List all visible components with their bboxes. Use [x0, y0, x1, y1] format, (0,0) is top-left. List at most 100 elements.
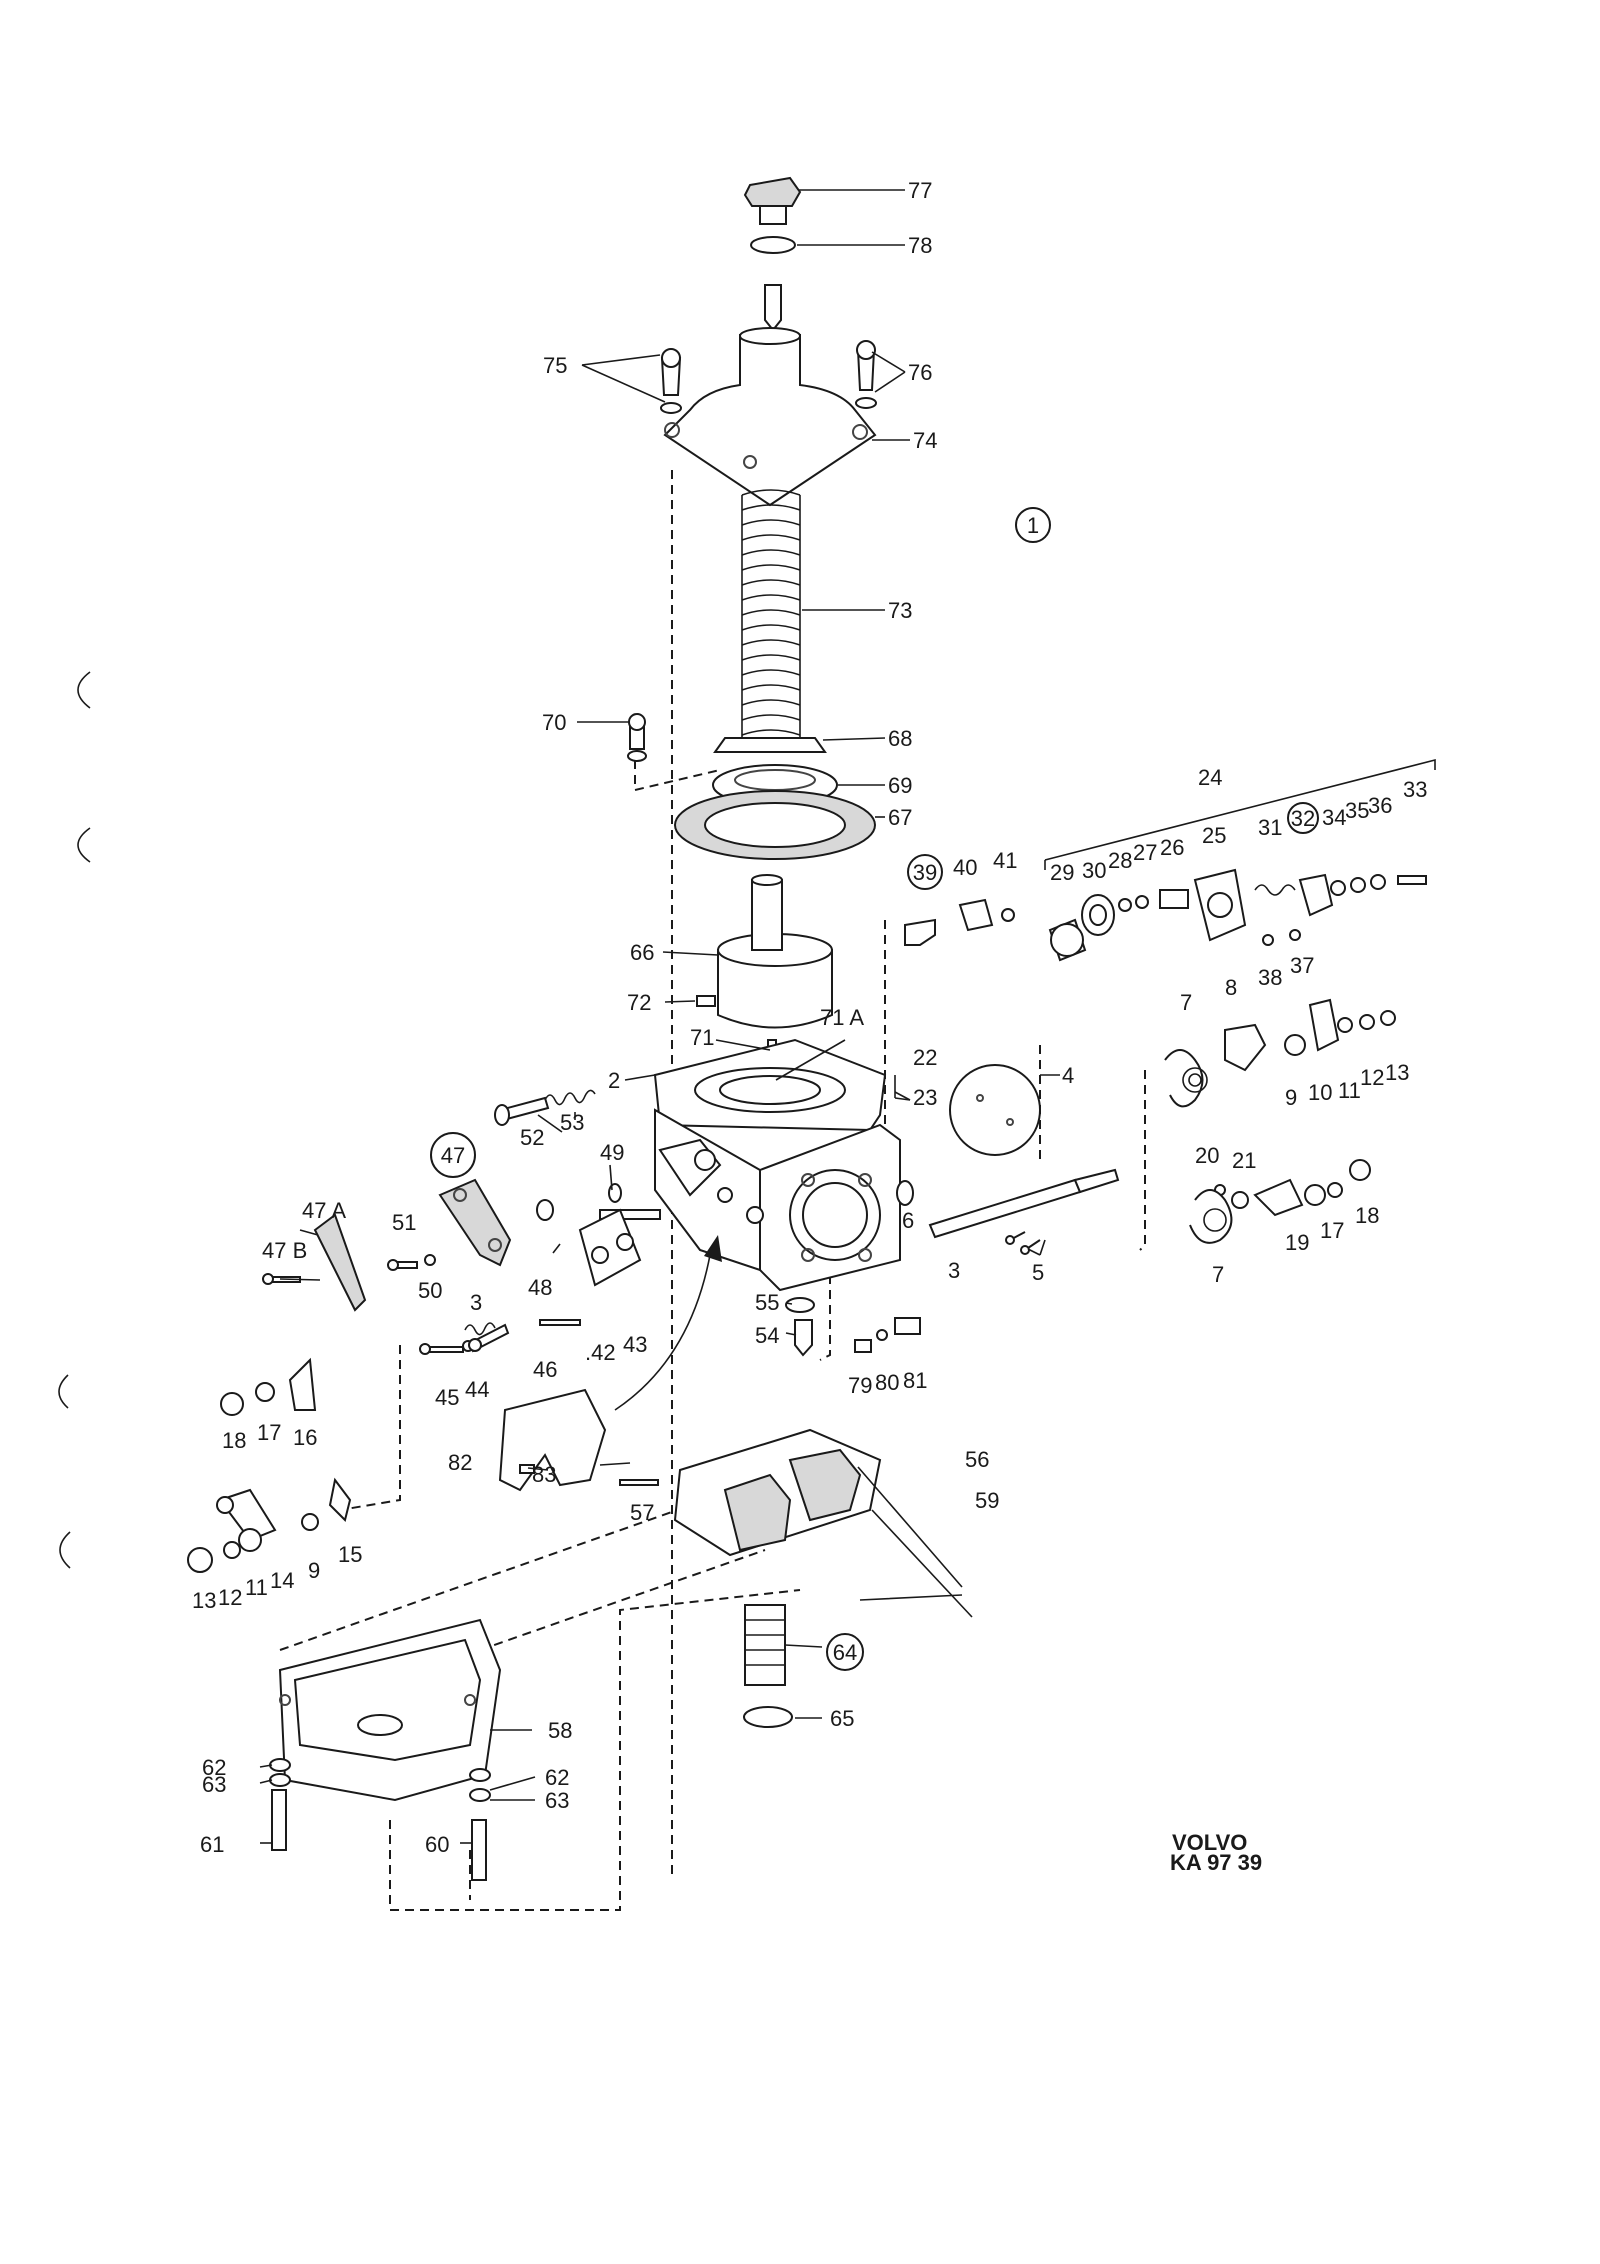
label-43: 43: [623, 1332, 647, 1357]
label-35: 35: [1345, 798, 1369, 823]
label-44: 44: [465, 1377, 489, 1402]
label-42: .42: [585, 1340, 616, 1365]
bracket-39: [904, 918, 936, 946]
label-66: 66: [630, 940, 654, 965]
label-8: 8: [1225, 975, 1237, 1000]
label-41: 41: [993, 848, 1017, 873]
label-11-left: 11: [245, 1575, 268, 1600]
label-80: 80: [875, 1370, 899, 1395]
label-2: 2: [608, 1068, 620, 1093]
brand-name: VOLVO: [1172, 1830, 1247, 1855]
label-53: 53: [560, 1110, 584, 1135]
label-3-right: 3: [948, 1258, 960, 1283]
spring-53: [544, 1089, 596, 1106]
label-55: 55: [755, 1290, 779, 1315]
drawing-code: KA 97 39: [1170, 1850, 1262, 1875]
label-16: 16: [293, 1425, 317, 1450]
bolt-60: [471, 1819, 487, 1881]
label-25: 25: [1202, 823, 1226, 848]
label-34: 34: [1322, 805, 1346, 830]
leader-lines: [259, 189, 1060, 1844]
label-36: 36: [1368, 793, 1392, 818]
label-12-left: 12: [218, 1585, 242, 1610]
label-18-left: 18: [222, 1428, 246, 1453]
label-61: 61: [200, 1832, 224, 1857]
label-71: 71: [690, 1025, 714, 1050]
piston-66: [717, 949, 833, 1029]
label-52: 52: [520, 1125, 544, 1150]
part-labels: 1 77 78 75 76 74 73 70 68 69 67 66 72 71…: [192, 178, 1427, 1875]
label-17-left: 17: [257, 1420, 281, 1445]
label-73: 73: [888, 598, 912, 623]
throttle-disc-4: [949, 1064, 1041, 1156]
lever-15: [328, 1477, 352, 1522]
label-3-left: 3: [470, 1290, 482, 1315]
label-18-right: 18: [1355, 1203, 1379, 1228]
left-lower-stacks: [187, 1357, 352, 1573]
retaining-ring-68: [713, 737, 827, 753]
label-63-left: 63: [202, 1772, 226, 1797]
label-71a: 71 A: [820, 1005, 864, 1030]
spring-3: [464, 1322, 496, 1336]
label-50: 50: [418, 1278, 442, 1303]
label-79: 79: [848, 1373, 872, 1398]
carburettor-body-2: [653, 1038, 901, 1292]
assembly-arrow-head: [704, 1235, 722, 1262]
label-46: 46: [533, 1357, 557, 1382]
label-64: 64: [833, 1640, 857, 1665]
label-12-right: 12: [1360, 1065, 1384, 1090]
label-57: 57: [630, 1500, 654, 1525]
label-10: 10: [1308, 1080, 1332, 1105]
label-29: 29: [1050, 860, 1074, 885]
label-4: 4: [1062, 1063, 1074, 1088]
valve-54: [794, 1319, 813, 1357]
label-62-right: 62: [545, 1765, 569, 1790]
seal-65: [743, 1706, 793, 1728]
label-76: 76: [908, 360, 932, 385]
diaphragm-piston-group: [627, 713, 876, 1111]
circled-reference-marks: [430, 507, 1319, 1671]
label-13-left: 13: [192, 1588, 216, 1613]
punch-hole-marks: [58, 671, 91, 1569]
label-56: 56: [965, 1447, 989, 1472]
lever-16: [288, 1357, 317, 1411]
lever-47: [438, 1178, 512, 1267]
label-39: 39: [913, 860, 937, 885]
label-70: 70: [542, 710, 566, 735]
choke-group-24: [904, 758, 1436, 962]
label-48: 48: [528, 1275, 552, 1300]
label-38: 38: [1258, 965, 1282, 990]
lever-8: [1224, 1023, 1267, 1072]
label-47: 47: [441, 1143, 465, 1168]
seal-6: [896, 1180, 914, 1206]
label-20: 20: [1195, 1143, 1219, 1168]
label-81: 81: [903, 1368, 927, 1393]
screw-72: [696, 995, 716, 1007]
lever-14: [218, 1488, 277, 1542]
label-33: 33: [1403, 777, 1427, 802]
jet-64: [744, 1604, 786, 1686]
label-75: 75: [543, 353, 567, 378]
label-47a: 47 A: [302, 1198, 346, 1223]
linkage-42: [578, 1208, 642, 1287]
label-62-left: 62: [202, 1755, 226, 1780]
left-lever-group: [262, 1089, 661, 1355]
label-24: 24: [1198, 765, 1222, 790]
label-6: 6: [902, 1208, 914, 1233]
label-65: 65: [830, 1706, 854, 1731]
label-11-right: 11: [1338, 1078, 1361, 1103]
label-37: 37: [1290, 953, 1314, 978]
label-21: 21: [1232, 1148, 1256, 1173]
lever-47a: [313, 1213, 367, 1312]
label-63-right: 63: [545, 1788, 569, 1813]
label-32: 32: [1291, 806, 1315, 831]
piston-spring-73: [741, 489, 801, 738]
label-60: 60: [425, 1832, 449, 1857]
label-78: 78: [908, 233, 932, 258]
label-77: 77: [908, 178, 932, 203]
label-72: 72: [627, 990, 651, 1015]
label-5: 5: [1032, 1260, 1044, 1285]
suction-chamber-cover: [663, 334, 877, 507]
top-cover-group: [660, 176, 877, 507]
